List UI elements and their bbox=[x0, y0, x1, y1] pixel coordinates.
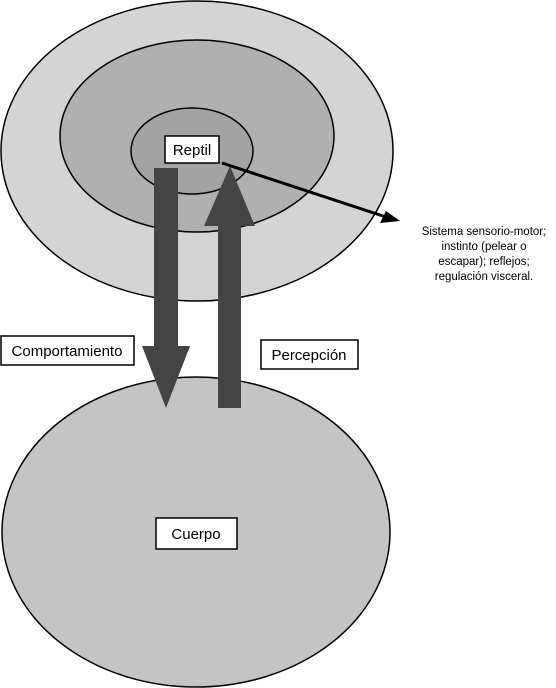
perception-arrow-up bbox=[204, 166, 255, 408]
behavior-label: Comportamiento bbox=[12, 343, 123, 360]
behavior-label-box bbox=[0, 335, 135, 366]
annotation-line-4: regulación visceral. bbox=[435, 271, 533, 283]
annotation-line-3: escapar); reflejos; bbox=[438, 256, 529, 268]
reptile-label-box bbox=[164, 135, 220, 164]
body-label-box bbox=[155, 517, 238, 550]
annotation-line-1: Sistema sensorio-motor; bbox=[422, 226, 547, 238]
reptile-label: Reptil bbox=[173, 142, 211, 159]
perception-label: Percepción bbox=[271, 347, 346, 364]
behavior-arrow-down bbox=[142, 168, 190, 408]
annotation-pointer-line bbox=[221, 161, 387, 219]
annotation-line-2: instinto (pelear o bbox=[441, 241, 526, 253]
annotation-pointer-arrowhead bbox=[380, 211, 400, 223]
perception-label-box bbox=[260, 339, 359, 370]
body-label: Cuerpo bbox=[171, 526, 220, 543]
